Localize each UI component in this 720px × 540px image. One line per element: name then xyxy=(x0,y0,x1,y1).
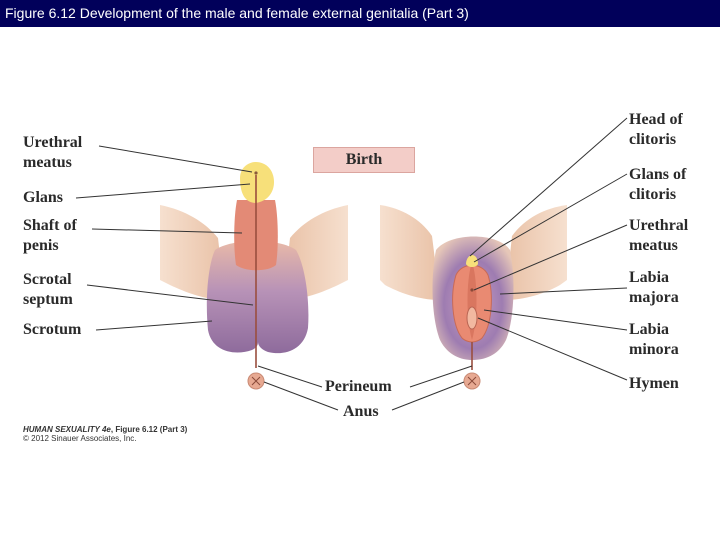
label-labia-majora: Labia majora xyxy=(629,268,679,308)
label-labia-minora: Labia minora xyxy=(629,320,679,360)
label-urethral-meatus-female: Urethral meatus xyxy=(629,216,688,256)
title-bar: Figure 6.12 Development of the male and … xyxy=(0,0,720,27)
label-scrotum: Scrotum xyxy=(23,321,82,338)
slide-title: Figure 6.12 Development of the male and … xyxy=(5,5,469,21)
male-leader-lines xyxy=(75,145,254,331)
label-glans-of-clitoris: Glans of clitoris xyxy=(629,165,686,205)
label-perineum: Perineum xyxy=(325,378,392,395)
label-line: Scrotal xyxy=(23,271,72,288)
label-line: majora xyxy=(629,289,679,306)
label-glans: Glans xyxy=(23,189,64,206)
label-urethral-meatus-male: Urethral meatus xyxy=(23,133,82,173)
label-line: Glans of xyxy=(629,166,687,183)
label-line: Urethral xyxy=(23,134,83,151)
caption-book: HUMAN SEXUALITY 4e xyxy=(23,425,111,434)
label-line: clitoris xyxy=(629,186,677,203)
label-anus: Anus xyxy=(343,403,379,420)
caption-figure: , Figure 6.12 (Part 3) xyxy=(110,425,188,434)
caption-copyright: © 2012 Sinauer Associates, Inc. xyxy=(23,434,137,443)
label-line: Shaft of xyxy=(23,217,77,234)
label-hymen: Hymen xyxy=(629,375,679,392)
label-scrotal-septum: Scrotal septum xyxy=(23,270,73,310)
label-line: clitoris xyxy=(629,131,677,148)
label-line: septum xyxy=(23,291,73,308)
stage-label-box: Birth xyxy=(313,147,415,173)
label-line: meatus xyxy=(23,154,72,171)
label-line: Labia xyxy=(629,269,670,286)
label-line: penis xyxy=(23,237,59,254)
label-head-of-clitoris: Head of clitoris xyxy=(629,110,683,150)
center-leader-lines xyxy=(257,365,473,411)
label-line: minora xyxy=(629,341,679,358)
label-line: meatus xyxy=(629,237,678,254)
label-line: Urethral xyxy=(629,217,689,234)
figure-caption: HUMAN SEXUALITY 4e, Figure 6.12 (Part 3)… xyxy=(23,425,187,443)
glans-shape xyxy=(240,162,274,203)
stage-label: Birth xyxy=(345,151,383,168)
label-line: Head of xyxy=(629,111,683,128)
label-line: Labia xyxy=(629,321,670,338)
label-shaft-of-penis: Shaft of penis xyxy=(23,216,77,256)
female-thighs xyxy=(380,205,567,300)
female-leader-lines xyxy=(469,117,628,381)
scrotum-shape xyxy=(206,241,309,354)
